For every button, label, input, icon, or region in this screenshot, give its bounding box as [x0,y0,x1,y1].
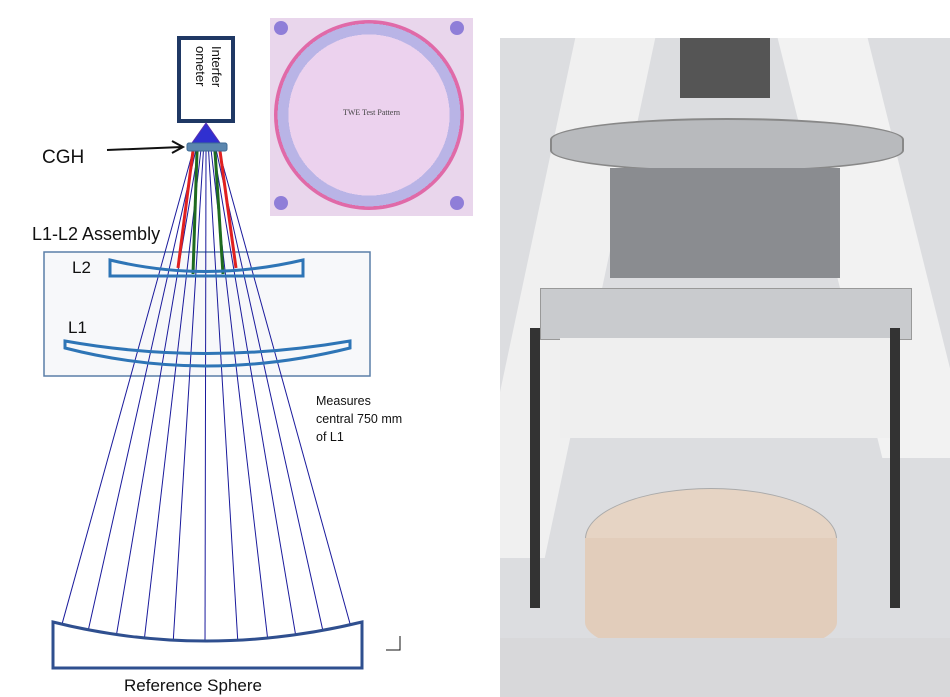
measures-line-1: Measures [316,394,371,408]
corner-mark [386,636,401,651]
cgh-label: CGH [42,147,85,168]
measures-note: Measures central 750 mm of L1 [316,392,402,446]
interferometer-label: Interfer ometer [193,46,224,88]
lens-l2 [108,258,305,278]
red-ray [218,150,238,269]
ray-line [115,150,199,638]
measures-line-3: of L1 [316,430,344,444]
green-ray [191,150,199,275]
ray-line [218,150,351,624]
ray-line [204,150,207,647]
ray-line [143,150,202,643]
ray-line [172,150,204,645]
green-ray [213,150,225,275]
interferometer-beam [191,122,221,144]
l1-label: L1 [68,318,87,337]
ray-line [215,150,324,632]
test-pattern-label: TWE Test Pattern [342,108,401,117]
optical-test-diagram [43,36,401,670]
ray-line [61,150,194,625]
lens-l1 [63,339,352,368]
interferometer-box [177,36,235,123]
reference-sphere-label: Reference Sphere [124,676,262,695]
light-rays [61,150,351,647]
assembly-label: L1-L2 Assembly [32,224,161,244]
lens-test-tower-photo [500,38,950,697]
ray-line [87,150,197,632]
red-ray [176,150,195,269]
ray-line [213,150,297,638]
ray-line [208,150,239,645]
twe-test-pattern-image: TWE Test Pattern [270,18,473,216]
reference-sphere [51,620,364,670]
cgh-plate [186,142,228,152]
cgh-arrow [106,140,186,154]
measures-line-2: central 750 mm [316,412,403,426]
l2-label: L2 [72,258,91,277]
